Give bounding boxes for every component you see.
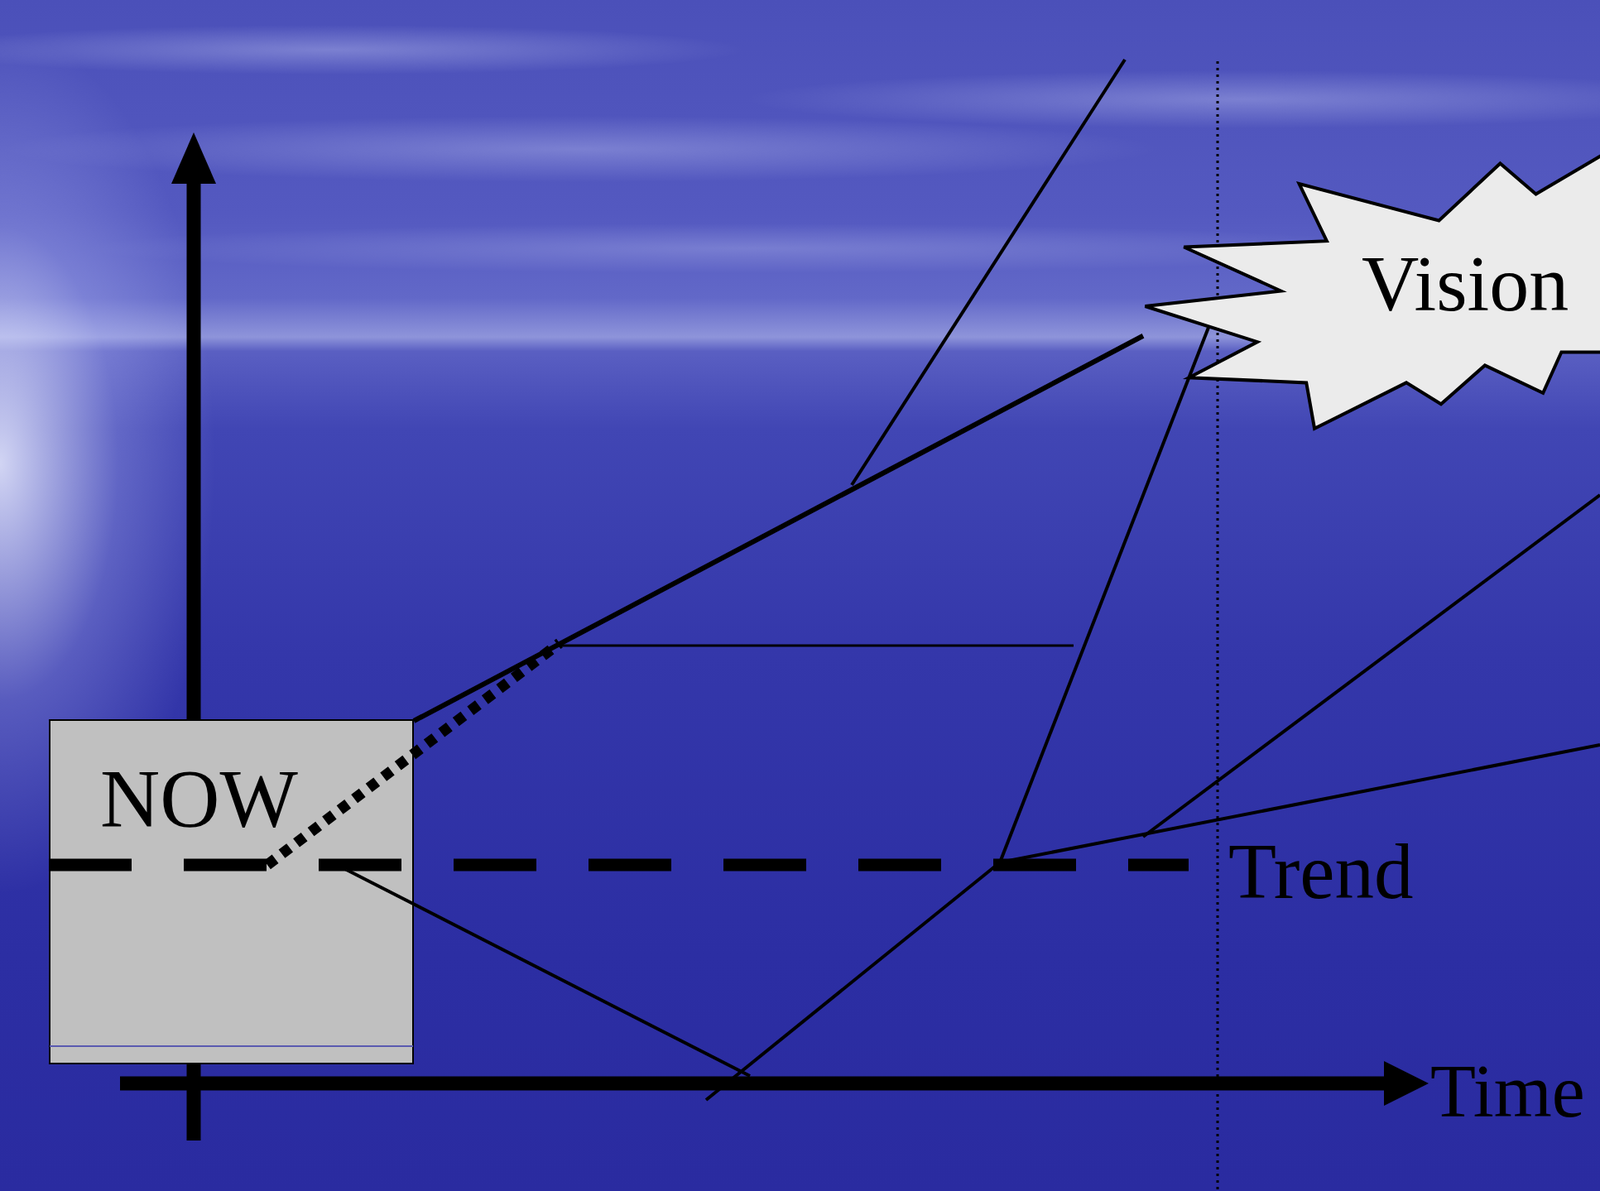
rise-line — [999, 306, 1217, 863]
plateau-line — [559, 644, 1074, 648]
axis-label-wrap: Time — [1430, 1054, 1586, 1130]
node-text: Vision — [1361, 244, 1569, 324]
horizon-guide — [1216, 61, 1220, 1191]
trend-label: Trend — [1228, 832, 1414, 912]
x-axis — [120, 1076, 1391, 1091]
path-line — [413, 336, 1144, 721]
vision-starburst: Vision — [1143, 148, 1600, 434]
box-inner-line — [49, 1045, 414, 1048]
recovery-line — [706, 862, 1000, 1101]
y-axis-arrowhead — [171, 132, 217, 184]
node-text: NOW — [100, 757, 298, 841]
steep-branch — [851, 59, 1125, 486]
x-axis-arrowhead — [1383, 1061, 1429, 1106]
trend-dashed-line — [48, 859, 1189, 872]
starburst-shape — [1144, 143, 1600, 429]
mid-branch — [1143, 494, 1600, 837]
now-box: NOW — [48, 719, 414, 1065]
path-line-stroke — [413, 336, 1144, 721]
trend-label-wrap: Trend — [1228, 832, 1414, 912]
axis-label: Time — [1430, 1054, 1586, 1130]
